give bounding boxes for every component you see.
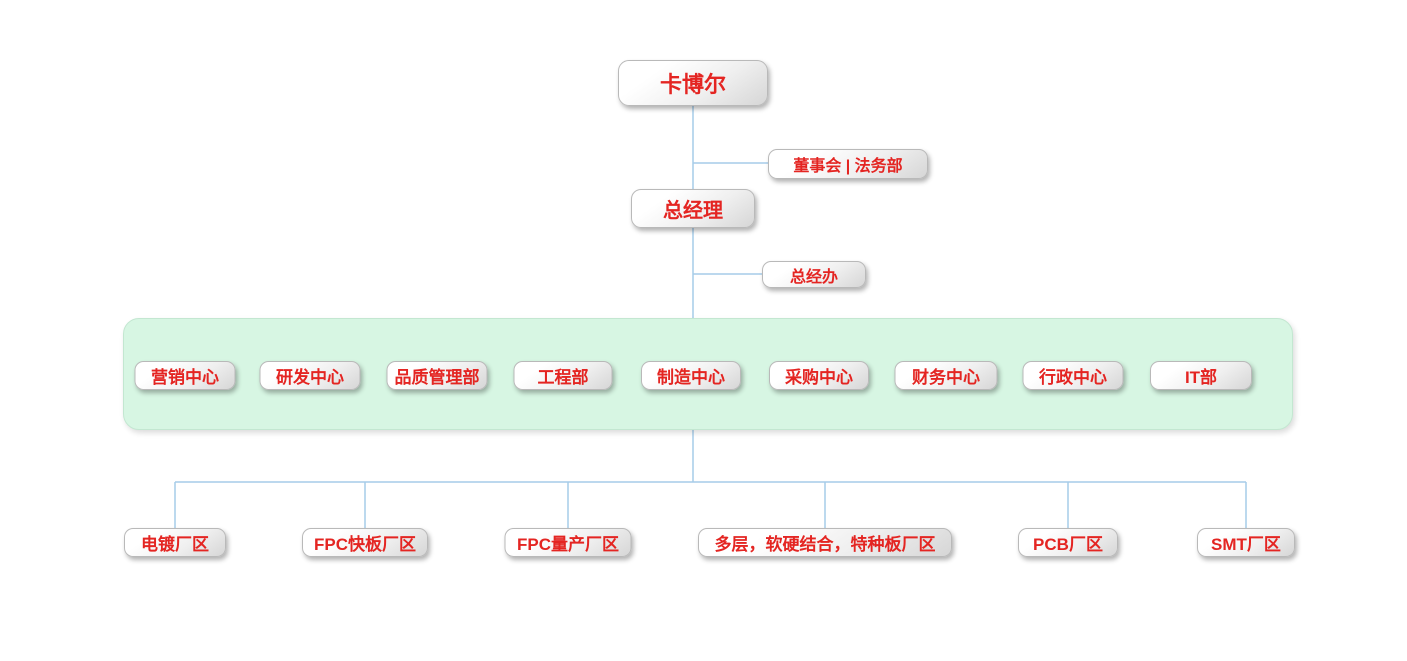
org-node-general-manager[interactable]: 总经理 <box>631 189 755 228</box>
org-node-board-legal[interactable]: 董事会 | 法务部 <box>768 149 928 179</box>
org-node-smt-plant[interactable]: SMT厂区 <box>1197 528 1295 557</box>
org-node-multilayer-rigidflex-special-plant[interactable]: 多层，软硬结合，特种板厂区 <box>698 528 952 557</box>
org-node-finance-center[interactable]: 财务中心 <box>894 361 998 390</box>
org-node-pcb-plant[interactable]: PCB厂区 <box>1018 528 1118 557</box>
org-node-manufacturing-center[interactable]: 制造中心 <box>641 361 741 390</box>
org-node-fpc-quickturn-plant[interactable]: FPC快板厂区 <box>302 528 428 557</box>
org-node-it-dept[interactable]: IT部 <box>1150 361 1252 390</box>
org-node-marketing-center[interactable]: 营销中心 <box>134 361 236 390</box>
org-node-gm-office[interactable]: 总经办 <box>762 261 866 288</box>
org-node-fpc-massproduction-plant[interactable]: FPC量产厂区 <box>504 528 632 557</box>
org-node-engineering-dept[interactable]: 工程部 <box>513 361 613 390</box>
org-node-quality-dept[interactable]: 品质管理部 <box>386 361 488 390</box>
org-node-company[interactable]: 卡博尔 <box>618 60 768 106</box>
org-node-purchasing-center[interactable]: 采购中心 <box>769 361 869 390</box>
org-node-rd-center[interactable]: 研发中心 <box>259 361 361 390</box>
org-node-plating-plant[interactable]: 电镀厂区 <box>124 528 226 557</box>
org-node-admin-center[interactable]: 行政中心 <box>1022 361 1124 390</box>
